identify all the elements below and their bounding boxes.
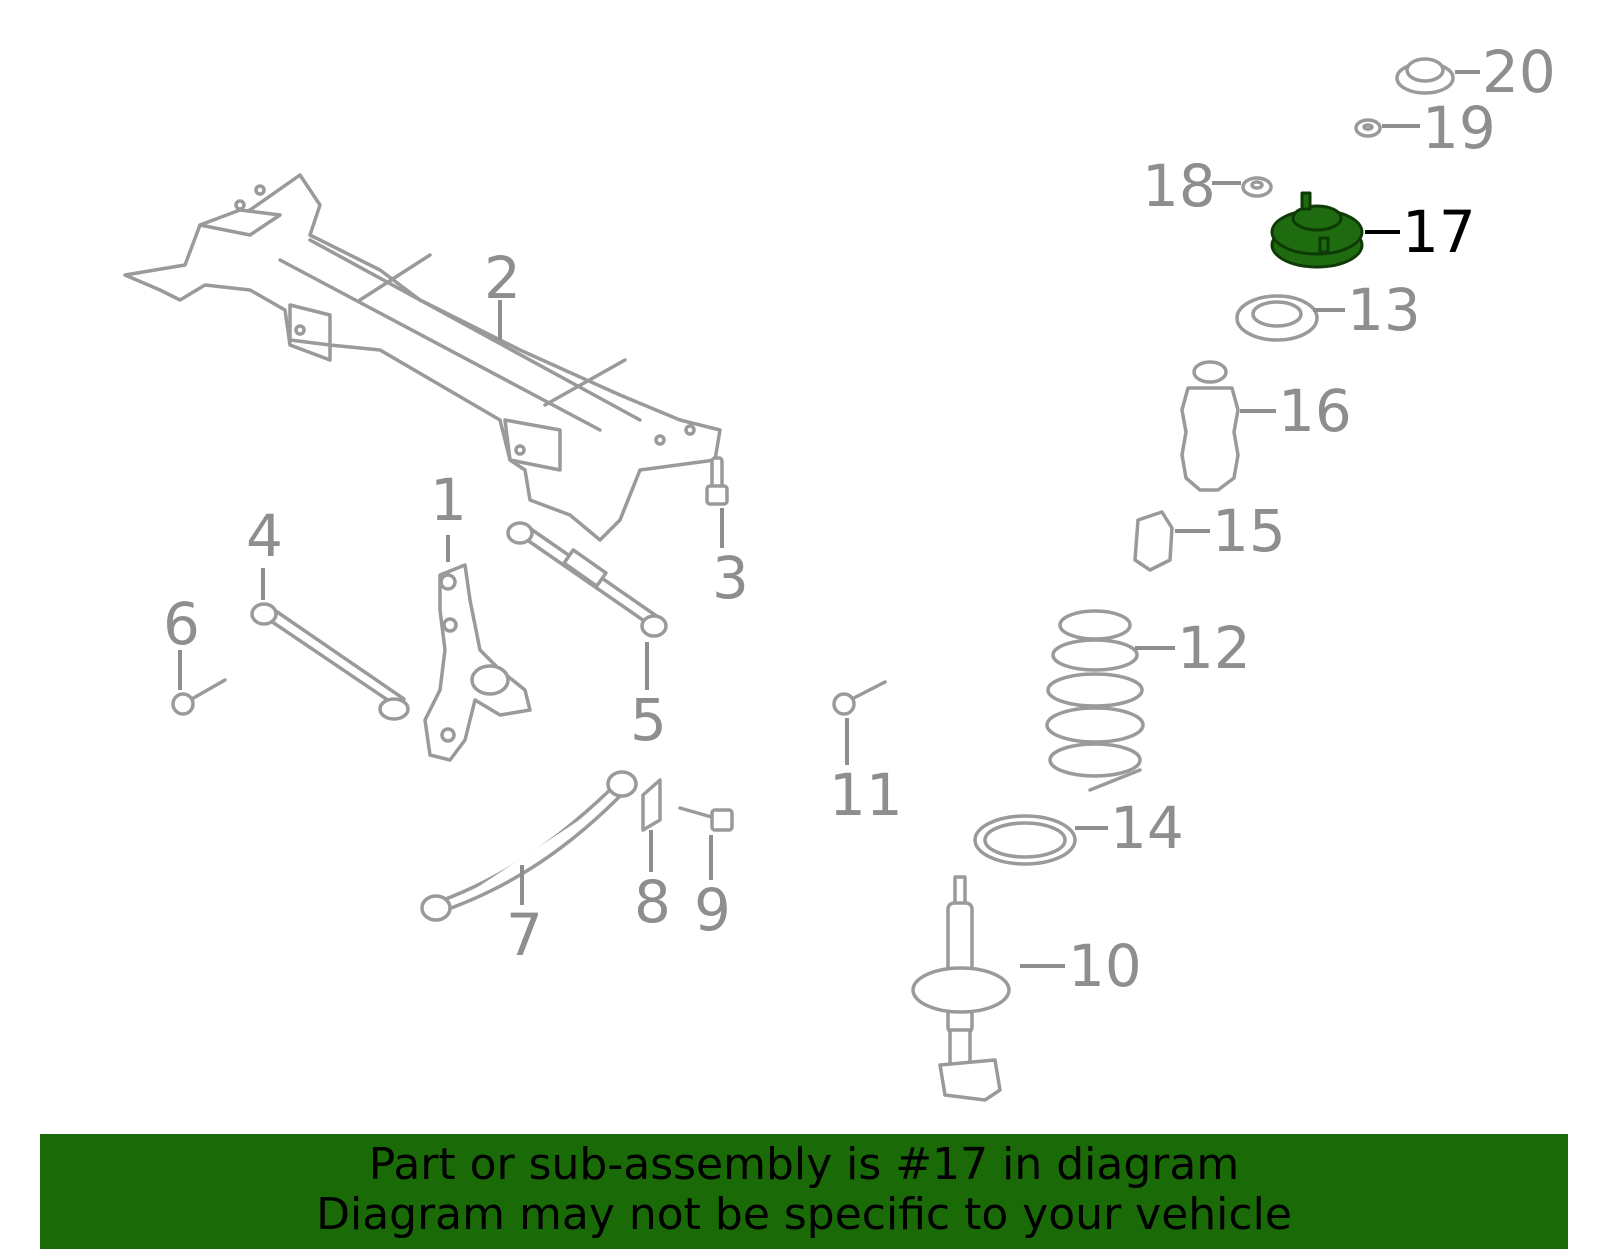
callout-5[interactable]: 5 <box>630 686 667 754</box>
part-11-bolt[interactable] <box>832 680 887 716</box>
part-2-crossmember[interactable] <box>123 173 722 542</box>
part-19-nut[interactable] <box>1354 118 1382 138</box>
callout-6[interactable]: 6 <box>163 590 200 658</box>
callout-16[interactable]: 16 <box>1278 377 1352 445</box>
part-9-bolt[interactable] <box>678 806 734 832</box>
part-1-knuckle[interactable] <box>423 563 532 762</box>
callout-4[interactable]: 4 <box>246 502 283 570</box>
callout-15[interactable]: 15 <box>1212 497 1286 565</box>
part-14-spring-seat[interactable] <box>973 814 1077 866</box>
part-12-coil-spring[interactable] <box>1045 609 1145 792</box>
callout-18[interactable]: 18 <box>1142 152 1216 220</box>
callout-14[interactable]: 14 <box>1110 794 1184 862</box>
part-8-plate[interactable] <box>641 778 662 832</box>
banner-line-2: Diagram may not be specific to your vehi… <box>316 1189 1292 1240</box>
part-20-cap[interactable] <box>1395 57 1455 95</box>
leader-lines <box>178 70 1480 968</box>
callout-2[interactable]: 2 <box>484 244 521 312</box>
part-13-isolator[interactable] <box>1235 294 1319 342</box>
part-4-link[interactable] <box>250 602 410 721</box>
callout-labels: 1 2 3 4 5 6 7 8 9 10 11 12 13 14 15 16 1… <box>163 38 1556 1000</box>
callout-3[interactable]: 3 <box>712 544 749 612</box>
part-18-nut[interactable] <box>1241 176 1273 198</box>
callout-20[interactable]: 20 <box>1482 38 1556 106</box>
callout-19[interactable]: 19 <box>1422 94 1496 162</box>
part-3-bolt[interactable] <box>705 456 729 506</box>
callout-12[interactable]: 12 <box>1177 614 1251 682</box>
callout-9[interactable]: 9 <box>694 876 731 944</box>
callout-13[interactable]: 13 <box>1347 276 1421 344</box>
part-16-dust-boot[interactable] <box>1180 360 1240 492</box>
part-7-trailing-link[interactable] <box>420 770 638 922</box>
banner-line-1: Part or sub-assembly is #17 in diagram <box>368 1139 1240 1190</box>
part-15-bump-stop[interactable] <box>1133 510 1174 572</box>
part-6-bolt[interactable] <box>171 678 227 716</box>
callout-1[interactable]: 1 <box>430 466 467 534</box>
callout-17[interactable]: 17 <box>1402 198 1476 266</box>
info-banner: Part or sub-assembly is #17 in diagram D… <box>40 1134 1568 1249</box>
callout-8[interactable]: 8 <box>634 868 671 936</box>
part-17-strut-mount[interactable] <box>1270 191 1364 269</box>
callout-10[interactable]: 10 <box>1068 932 1142 1000</box>
callout-11[interactable]: 11 <box>829 761 903 829</box>
part-10-strut[interactable] <box>911 875 1011 1102</box>
part-5-adjustable-link[interactable] <box>506 521 668 638</box>
callout-7[interactable]: 7 <box>506 901 543 969</box>
